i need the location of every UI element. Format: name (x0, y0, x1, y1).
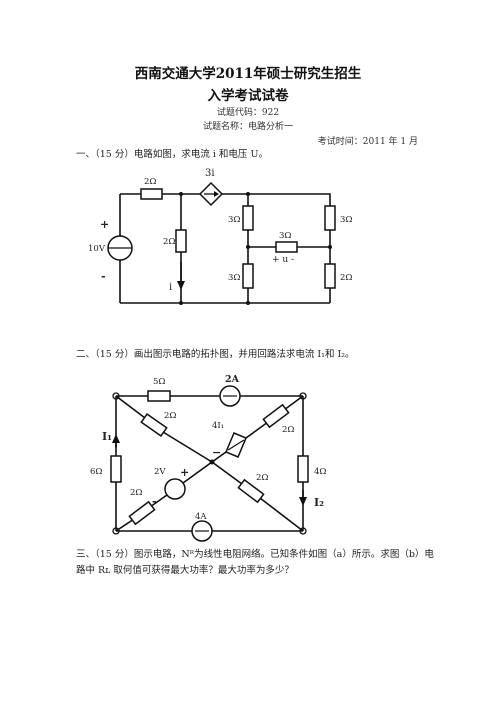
resistor-2ohm-diag3 (262, 403, 290, 429)
resistor-3ohm-a (242, 205, 254, 231)
label-cccs: 3i (205, 168, 215, 179)
label-source-minus: - (101, 270, 106, 283)
label-i: i (169, 282, 172, 293)
label-r-e: 2Ω (340, 273, 352, 283)
resistor-3ohm-c (275, 241, 298, 253)
label-r5: 5Ω (153, 377, 165, 387)
resistor-2ohm-diag2 (237, 478, 265, 504)
resistor-4ohm-right (297, 455, 309, 483)
current-arrow-icon (177, 281, 185, 290)
label-2a: 2A (225, 374, 240, 385)
resistor-2ohm-diag4 (128, 500, 156, 526)
question-2: 二、（15 分）画出图示电路的拓扑图，并用回路法求电流 I₁和 I₂。 (76, 349, 355, 360)
label-2v-minus: - (152, 495, 157, 508)
resistor-5ohm-top (147, 390, 171, 402)
label-r-a: 3Ω (228, 215, 240, 225)
label-4a: 4A (195, 512, 207, 522)
label-source-plus: + (100, 218, 109, 231)
label-r-top: 2Ω (144, 177, 156, 187)
label-r-diag4: 2Ω (130, 488, 142, 498)
current-arrow-icon (112, 434, 120, 443)
resistor-3ohm-b (242, 263, 254, 289)
page-title: 西南交通大学2011年硕士研究生招生 (134, 66, 362, 82)
label-r-d: 3Ω (340, 215, 352, 225)
label-2v-plus: + (180, 466, 189, 479)
voltage-source-2v (164, 478, 186, 500)
label-cccs-minus: − (212, 446, 221, 459)
label-r-mid: 2Ω (163, 237, 175, 247)
label-r6: 6Ω (90, 467, 102, 477)
exam-time: 考试时间：2011 年 1 月 (317, 137, 418, 147)
label-r-diag3: 2Ω (282, 425, 294, 435)
current-arrow-icon (299, 497, 307, 506)
label-source: 10V (88, 244, 106, 254)
label-r-b: 3Ω (228, 273, 240, 283)
label-i1: I₁ (102, 430, 112, 443)
label-r-diag1: 2Ω (164, 411, 176, 421)
label-r-c: 3Ω (279, 231, 291, 241)
page-subtitle: 入学考试试卷 (207, 88, 289, 104)
label-r4: 4Ω (314, 467, 326, 477)
subject-code: 试题代码：922 (216, 108, 280, 118)
label-2v: 2V (154, 467, 166, 477)
subject-name: 试题名称：电路分析一 (202, 122, 293, 132)
label-r-diag2: 2Ω (256, 473, 268, 483)
resistor-6ohm-left (110, 455, 122, 483)
resistor-2ohm-mid (175, 229, 187, 253)
resistor-2ohm-e (324, 263, 336, 289)
label-i2: I₂ (314, 496, 324, 509)
resistor-2ohm-top (140, 188, 163, 200)
question-3: 三、（15 分）图示电路，Nᴿ为线性电阻网络。已知条件如图（a）所示。求图（b）… (76, 549, 434, 576)
resistor-2ohm-diag1 (140, 412, 168, 438)
label-cccs-4i1: 4I₁ (212, 421, 224, 431)
label-u: + u - (272, 255, 294, 265)
resistor-3ohm-d (324, 205, 336, 231)
question-1: 一、（15 分）电路如图，求电流 i 和电压 U。 (76, 149, 268, 160)
